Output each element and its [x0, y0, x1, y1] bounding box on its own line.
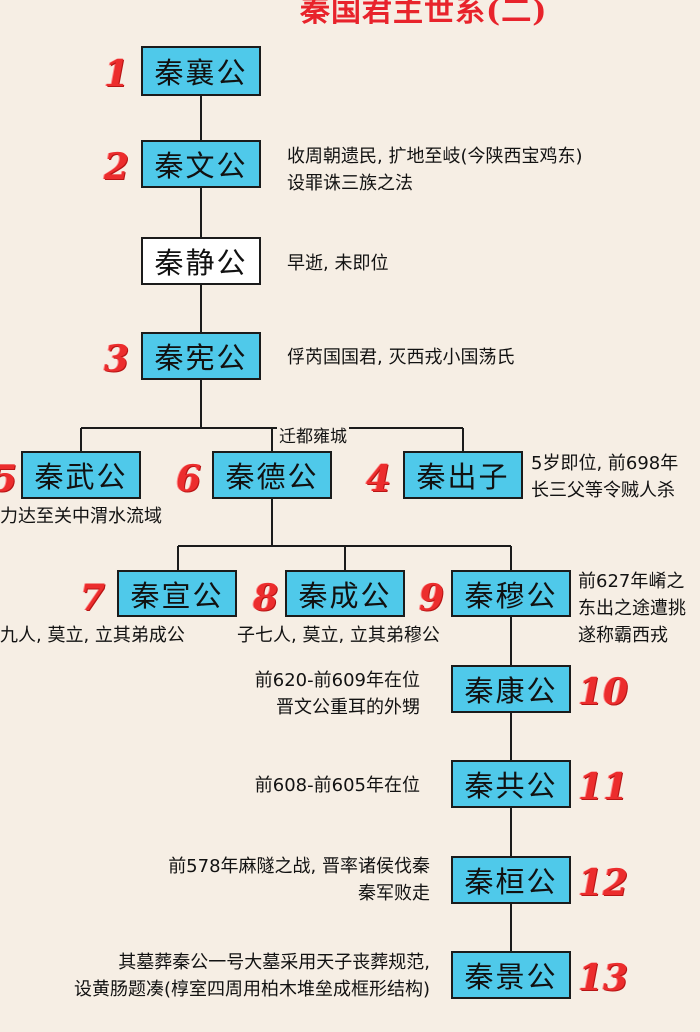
ruler-box-chuzi: 秦出子	[403, 451, 523, 499]
ruler-box-wengong: 秦文公	[141, 140, 261, 188]
note-wengong-1: 收周朝遗民, 扩地至岐(今陕西宝鸡东)	[287, 146, 583, 167]
note-chuzi-1: 5岁即位, 前698年	[531, 453, 679, 474]
note-mugong-3: 遂称霸西戎	[578, 625, 668, 646]
ruler-box-xuangong: 秦宣公	[117, 570, 237, 617]
ruler-box-xiangong: 秦宪公	[141, 332, 261, 380]
ruler-box-jinggong: 秦静公	[141, 237, 261, 285]
ruler-number-10: 10	[578, 671, 629, 713]
ruler-box-wugong: 秦武公	[21, 451, 141, 499]
note-jinggong13-1-text: 其墓葬秦公一号大墓采用天子丧葬规范,	[118, 952, 430, 973]
ruler-number-7: 7	[80, 577, 106, 619]
ruler-box-chenggong: 秦成公	[285, 570, 405, 617]
note-huangong-1: 前578年麻隧之战, 晋率诸侯伐秦	[168, 856, 430, 877]
note-xuangong: 九人, 莫立, 立其弟成公	[0, 625, 185, 646]
ruler-number-8: 8	[253, 577, 279, 619]
ruler-number-5: 5	[0, 458, 17, 500]
note-kanggong-2: 晋文公重耳的外甥	[276, 697, 420, 718]
note-jinggong13-2-text: 设黄肠题凑(椁室四周用柏木堆垒成框形结构)	[73, 979, 430, 1000]
note-chuzi-2: 长三父等令贼人杀	[531, 480, 675, 501]
ruler-number-11: 11	[578, 766, 629, 808]
ruler-box-xianggong: 秦襄公	[141, 46, 261, 96]
ruler-number-1: 1	[104, 53, 130, 95]
ruler-box-gonggong: 秦共公	[451, 760, 571, 808]
ruler-box-mugong: 秦穆公	[451, 570, 571, 617]
note-jinggong13-2: 设黄肠题凑(椁室四周用柏木堆垒成框形结构)	[0, 976, 430, 1003]
ruler-number-2: 2	[104, 146, 130, 188]
ruler-number-12: 12	[578, 862, 629, 904]
ruler-number-13: 13	[578, 957, 629, 999]
note-wengong-2: 设罪诛三族之法	[287, 173, 413, 194]
note-jinggong: 早逝, 未即位	[287, 253, 389, 274]
branch-label-relocation: 迁都雍城	[277, 426, 349, 448]
note-mugong-2: 东出之途遭挑	[578, 598, 686, 619]
note-mugong-1: 前627年崤之	[578, 571, 685, 592]
ruler-number-4: 4	[366, 458, 392, 500]
ruler-box-degong: 秦德公	[212, 451, 332, 499]
note-gonggong: 前608-前605年在位	[254, 775, 420, 796]
ruler-number-6: 6	[176, 458, 202, 500]
note-chenggong: 子七人, 莫立, 立其弟穆公	[237, 625, 440, 646]
ruler-number-9: 9	[419, 577, 445, 619]
note-jinggong13-1: 其墓葬秦公一号大墓采用天子丧葬规范,	[0, 949, 430, 976]
note-xiangong: 俘芮国国君, 灭西戎小国荡氏	[287, 347, 515, 368]
ruler-box-jinggong-13: 秦景公	[451, 951, 571, 999]
diagram-title: 秦国君主世系(二)	[300, 0, 548, 26]
note-wugong: 力达至关中渭水流域	[0, 506, 162, 527]
ruler-box-huangong: 秦桓公	[451, 856, 571, 904]
ruler-number-3: 3	[104, 338, 130, 380]
note-kanggong-1: 前620-前609年在位	[254, 670, 420, 691]
ruler-box-kanggong: 秦康公	[451, 665, 571, 713]
note-huangong-2: 秦军败走	[358, 883, 430, 904]
